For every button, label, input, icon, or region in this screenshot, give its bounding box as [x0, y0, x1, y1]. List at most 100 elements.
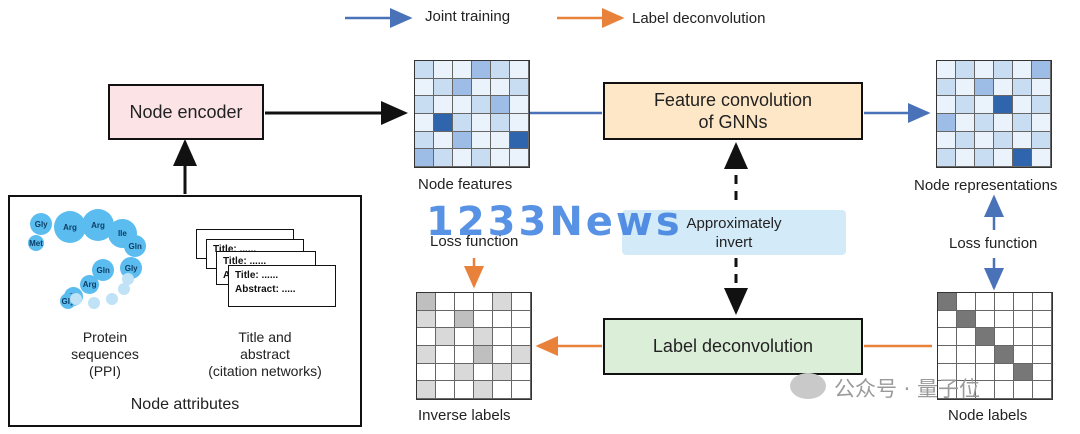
- matrix-cell: [1013, 96, 1032, 114]
- feature-convolution-box: Feature convolution of GNNs: [603, 82, 863, 140]
- protein-caption-line2: sequences: [71, 346, 139, 362]
- paper-caption-line3: (citation networks): [208, 363, 322, 379]
- matrix-cell: [415, 131, 434, 150]
- matrix-cell: [937, 113, 956, 132]
- paper-caption: Title and abstract (citation networks): [190, 329, 340, 380]
- matrix-cell: [415, 78, 434, 97]
- loss-function-left-label: Loss function: [430, 233, 519, 250]
- paper-front-abstract: Abstract: .....: [235, 284, 296, 295]
- matrix-cell: [995, 381, 1014, 399]
- matrix-cell: [510, 113, 529, 132]
- inverse-labels-label: Inverse labels: [418, 407, 511, 424]
- matrix-cell: [417, 345, 436, 364]
- matrix-cell: [493, 363, 512, 382]
- matrix-cell: [453, 131, 472, 150]
- matrix-cell: [436, 310, 455, 329]
- paper-caption-line2: abstract: [240, 346, 290, 362]
- matrix-cell: [975, 131, 994, 150]
- matrix-cell: [455, 363, 474, 382]
- matrix-cell: [1032, 131, 1051, 150]
- amino-acid-bead: Gln: [124, 235, 147, 258]
- amino-acid-bead: Arg: [80, 275, 100, 295]
- matrix-cell: [491, 78, 510, 97]
- matrix-cell: [938, 293, 957, 311]
- matrix-cell: [417, 293, 436, 311]
- matrix-cell: [937, 61, 956, 79]
- matrix-cell: [937, 78, 956, 97]
- matrix-cell: [956, 96, 975, 114]
- matrix-cell: [1013, 113, 1032, 132]
- matrix-cell: [976, 293, 995, 311]
- matrix-cell: [512, 381, 531, 399]
- matrix-cell: [474, 310, 493, 329]
- protein-caption-line3: (PPI): [89, 363, 121, 379]
- matrix-cell: [491, 96, 510, 114]
- matrix-cell: [512, 293, 531, 311]
- matrix-cell: [472, 131, 491, 150]
- trailing-bead: [122, 273, 134, 285]
- matrix-cell: [1032, 113, 1051, 132]
- matrix-cell: [493, 293, 512, 311]
- matrix-cell: [938, 345, 957, 364]
- matrix-cell: [512, 328, 531, 346]
- wechat-icon: [790, 373, 826, 399]
- matrix-cell: [493, 328, 512, 346]
- matrix-cell: [417, 310, 436, 329]
- matrix-cell: [956, 113, 975, 132]
- matrix-cell: [436, 381, 455, 399]
- protein-beads: ArgArgGlyIleGlnMetGlyGlnArgGlyGly: [10, 197, 190, 317]
- paper-mid-title: Title: ......: [223, 256, 267, 267]
- paper-front-title: Title: ......: [235, 270, 279, 281]
- matrix-cell: [472, 78, 491, 97]
- matrix-cell: [455, 345, 474, 364]
- matrix-cell: [434, 78, 453, 97]
- matrix-cell: [1014, 345, 1033, 364]
- matrix-cell: [415, 61, 434, 79]
- matrix-cell: [1013, 78, 1032, 97]
- matrix-cell: [976, 381, 995, 399]
- matrix-cell: [957, 328, 976, 346]
- matrix-cell: [995, 328, 1014, 346]
- matrix-cell: [434, 149, 453, 167]
- loss-function-right-label: Loss function: [949, 235, 1038, 252]
- amino-acid-bead: Gln: [92, 259, 115, 282]
- feature-conv-line2: of GNNs: [698, 112, 768, 132]
- matrix-cell: [493, 345, 512, 364]
- matrix-cell: [995, 293, 1014, 311]
- matrix-cell: [455, 293, 474, 311]
- matrix-cell: [491, 149, 510, 167]
- matrix-cell: [510, 131, 529, 150]
- paper-front: Title: ...... Abstract: .....: [228, 265, 336, 307]
- node-representations-matrix: [936, 60, 1052, 168]
- matrix-cell: [415, 113, 434, 132]
- matrix-cell: [474, 381, 493, 399]
- node-features-label: Node features: [418, 176, 513, 193]
- matrix-cell: [1032, 78, 1051, 97]
- matrix-cell: [1014, 363, 1033, 382]
- matrix-cell: [453, 78, 472, 97]
- matrix-cell: [957, 363, 976, 382]
- matrix-cell: [956, 78, 975, 97]
- matrix-cell: [937, 96, 956, 114]
- label-deconvolution-box: Label deconvolution: [603, 318, 863, 375]
- matrix-cell: [1013, 61, 1032, 79]
- legend-joint-label: Joint training: [425, 8, 511, 25]
- approximately-invert-box: Approximately invert: [622, 210, 846, 255]
- matrix-cell: [474, 363, 493, 382]
- matrix-cell: [957, 310, 976, 329]
- matrix-cell: [434, 113, 453, 132]
- matrix-cell: [417, 363, 436, 382]
- matrix-cell: [472, 149, 491, 167]
- matrix-cell: [510, 149, 529, 167]
- matrix-cell: [434, 61, 453, 79]
- matrix-cell: [1032, 61, 1051, 79]
- matrix-cell: [956, 61, 975, 79]
- matrix-cell: [994, 96, 1013, 114]
- inverse-labels-matrix: [416, 292, 532, 400]
- matrix-cell: [1033, 293, 1052, 311]
- watermark-main: 1233News: [426, 199, 683, 245]
- matrix-cell: [956, 131, 975, 150]
- amino-acid-bead: Arg: [54, 211, 86, 243]
- matrix-cell: [453, 149, 472, 167]
- matrix-cell: [491, 113, 510, 132]
